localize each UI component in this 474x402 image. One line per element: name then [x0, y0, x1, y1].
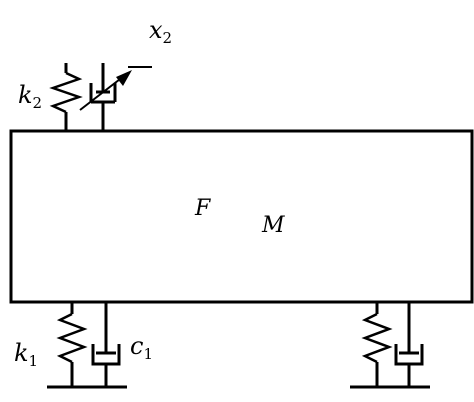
- label-k2: k2: [18, 83, 42, 111]
- mass-block: [9, 129, 474, 304]
- label-x2-base: x: [149, 16, 163, 44]
- label-k1-sub: 1: [28, 352, 39, 370]
- label-k2-sub: 2: [32, 94, 43, 112]
- label-c1-sub: 1: [143, 345, 153, 363]
- label-c1-base: c: [130, 332, 144, 360]
- variable-arrow: [79, 75, 125, 111]
- damper-right: [394, 302, 424, 386]
- damper-variable-top: [89, 63, 117, 131]
- spring-k1: [56, 302, 88, 386]
- label-k1: k1: [14, 341, 38, 369]
- spring-k2: [49, 63, 83, 131]
- label-k2-base: k: [18, 81, 33, 109]
- label-mass: M: [262, 213, 285, 238]
- spring-right: [361, 302, 393, 386]
- arrow-head: [116, 70, 132, 86]
- label-x2-sub: 2: [162, 29, 173, 47]
- label-c1: c1: [130, 334, 153, 362]
- damper-c1: [91, 302, 121, 386]
- label-k1-base: k: [14, 339, 29, 367]
- label-force: F: [195, 196, 211, 221]
- label-x2: x2: [149, 18, 172, 46]
